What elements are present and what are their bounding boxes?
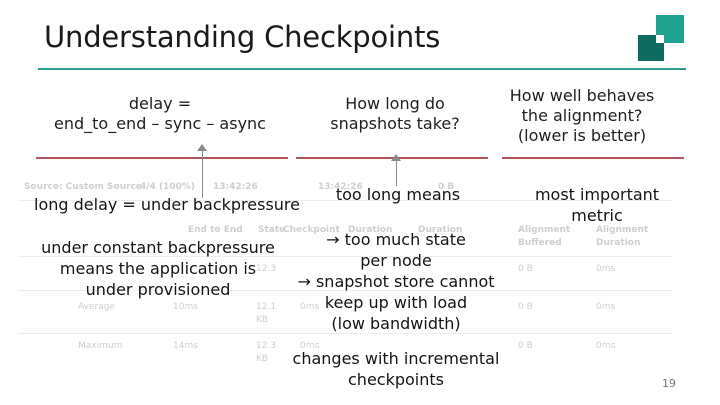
bg-cell: 0 B bbox=[518, 341, 533, 351]
bg-col-align-duration: Alignment bbox=[596, 225, 649, 235]
snapshot-time-line-1: How long do bbox=[345, 94, 445, 113]
background-screenshot: Source: Custom Source 4/4 (100%) 13:42:2… bbox=[18, 178, 673, 383]
bg-cell: 0 B bbox=[518, 264, 533, 274]
bg-cell: 12.3 bbox=[256, 264, 277, 274]
slide-title: Understanding Checkpoints bbox=[44, 20, 441, 54]
bg-timestamp-2: 13:42:26 bbox=[318, 182, 363, 192]
snapshot-time-line-2: snapshots take? bbox=[330, 114, 460, 133]
bg-size: 0 B bbox=[438, 182, 455, 192]
bg-cell: 14ms bbox=[173, 341, 198, 351]
column-1-bar bbox=[36, 157, 288, 159]
most-important-note: most important metric bbox=[534, 185, 660, 225]
bg-cell: 0ms bbox=[300, 302, 320, 312]
alignment-line-1: How well behaves bbox=[509, 86, 655, 105]
bg-source-label: Source: Custom Source bbox=[24, 182, 142, 192]
arrow-up-icon bbox=[391, 154, 401, 161]
column-3-bar bbox=[502, 157, 684, 159]
bg-row-average: Average bbox=[78, 302, 115, 312]
snapshot-time-heading: How long do snapshots take? bbox=[310, 94, 480, 134]
bg-cell: 0ms bbox=[596, 302, 616, 312]
alignment-heading: How well behaves the alignment? (lower i… bbox=[496, 86, 668, 146]
bg-col-sync: Duration bbox=[348, 225, 393, 235]
bg-cell: KB bbox=[256, 315, 269, 325]
alignment-line-2: the alignment? bbox=[521, 106, 643, 125]
page-number: 19 bbox=[662, 377, 676, 390]
logo-icon bbox=[638, 15, 686, 61]
long-delay-note: long delay = under backpressure bbox=[34, 195, 300, 214]
backpressure-note: under constant backpressure means the ap… bbox=[41, 238, 275, 299]
bg-row-maximum: Maximum bbox=[78, 341, 123, 351]
bg-cell: 12.1 bbox=[256, 302, 277, 312]
bg-col-async: Duration bbox=[418, 225, 463, 235]
bg-cell: 12.3 bbox=[256, 341, 277, 351]
causes-note: → too much state per node → snapshot sto… bbox=[297, 230, 495, 333]
arrow-up-icon bbox=[197, 144, 207, 151]
bg-col-buffered: Buffered bbox=[518, 238, 562, 248]
bg-col-checkpoint: Checkpoint bbox=[283, 225, 340, 235]
bg-col-align-buffered: Alignment bbox=[518, 225, 571, 235]
bg-col-end-to-end: End to End bbox=[188, 225, 243, 235]
bg-cell: 10ms bbox=[173, 302, 198, 312]
bg-cell: 0ms bbox=[596, 341, 616, 351]
bg-cell: KB bbox=[256, 354, 269, 364]
alignment-line-3: (lower is better) bbox=[517, 126, 647, 145]
incremental-note: changes with incremental checkpoints bbox=[292, 349, 500, 389]
delay-formula-line-1: delay = bbox=[128, 94, 192, 113]
delay-formula-heading: delay = end_to_end – sync – async bbox=[30, 94, 290, 134]
too-long-note: too long means bbox=[335, 185, 461, 204]
delay-formula-line-2: end_to_end – sync – async bbox=[54, 114, 266, 133]
bg-cell: 0 B bbox=[518, 302, 533, 312]
bg-cell: 0ms bbox=[596, 264, 616, 274]
bg-col-duration: Duration bbox=[596, 238, 641, 248]
bg-cell: 0ms bbox=[300, 341, 320, 351]
arrow-shaft bbox=[396, 160, 397, 186]
bg-timestamp: 13:42:26 bbox=[213, 182, 258, 192]
arrow-shaft bbox=[202, 150, 203, 198]
title-underline bbox=[38, 68, 686, 70]
bg-acknowledged: 4/4 (100%) bbox=[140, 182, 195, 192]
bg-col-state: State bbox=[258, 225, 286, 235]
